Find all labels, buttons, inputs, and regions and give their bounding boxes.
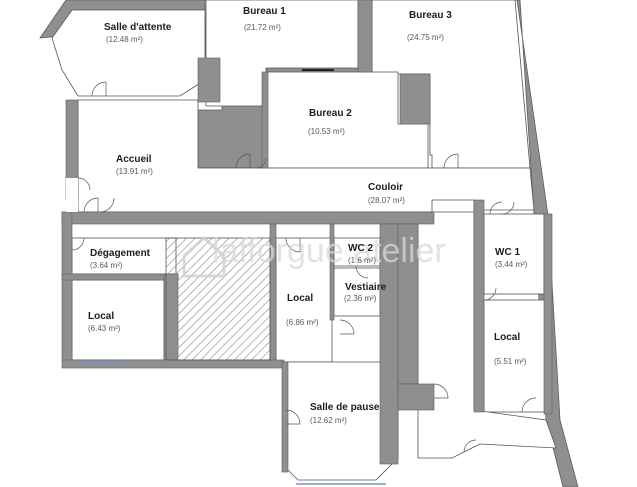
room-name-degagement: Dégagement — [90, 248, 151, 259]
room-name-accueil: Accueil — [116, 154, 152, 165]
room-name-bureau-3: Bureau 3 — [409, 10, 452, 21]
room-name-couloir: Couloir — [368, 182, 403, 193]
room-name-bureau-1: Bureau 1 — [243, 6, 286, 17]
doors — [71, 81, 537, 453]
room-area-salle-pause: (12.62 m²) — [310, 416, 347, 425]
room-area-local-left: (6.43 m²) — [88, 324, 121, 333]
interior-walls — [61, 0, 553, 473]
room-area-accueil: (13.91 m²) — [116, 167, 153, 176]
room-name-wc-2: WC 2 — [348, 243, 373, 254]
room-name-bureau-2: Bureau 2 — [309, 108, 352, 119]
room-name-vestiaire: Vestiaire — [345, 282, 387, 293]
watermark-icon — [182, 235, 226, 278]
room-name-wc-1: WC 1 — [495, 247, 520, 258]
room-labels: Salle d'attente (12.48 m²) Bureau 1 (21.… — [88, 6, 528, 425]
watermark: lafforgue atelier — [212, 232, 446, 270]
room-area-local-mid: (6.86 m²) — [286, 318, 319, 327]
room-area-wc-2: (1.6 m²) — [348, 256, 376, 265]
room-name-local-mid: Local — [287, 293, 313, 304]
room-name-salle-pause: Salle de pause — [310, 402, 380, 413]
room-name-local-right: Local — [494, 332, 520, 343]
room-name-salle-attente: Salle d'attente — [104, 22, 172, 33]
room-area-bureau-2: (10.53 m²) — [308, 127, 345, 136]
room-area-vestiaire: (2.36 m²) — [344, 294, 377, 303]
room-area-bureau-3: (24.75 m²) — [407, 33, 444, 42]
windows — [80, 69, 386, 485]
room-area-couloir: (28.07 m²) — [368, 196, 405, 205]
room-area-wc-1: (3.44 m²) — [495, 260, 528, 269]
room-name-local-left: Local — [88, 311, 114, 322]
room-area-bureau-1: (21.72 m²) — [244, 23, 281, 32]
room-area-local-right: (5.51 m²) — [494, 357, 527, 366]
room-area-salle-attente: (12.48 m²) — [106, 35, 143, 44]
room-area-degagement: (3.64 m²) — [90, 261, 123, 270]
